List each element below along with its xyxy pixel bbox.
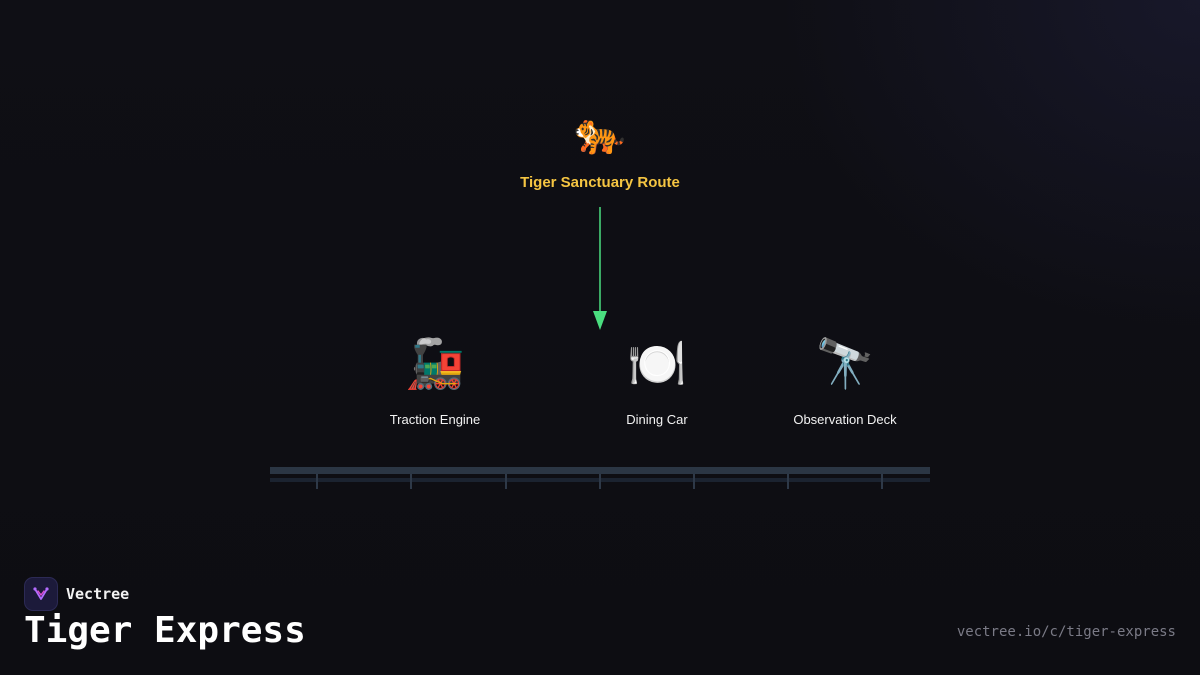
child-node-label: Traction Engine: [389, 412, 481, 427]
tiger-icon: 🐅: [573, 108, 627, 157]
child-node-traction-engine[interactable]: 🚂 Traction Engine: [355, 340, 515, 427]
brand: Vectree: [24, 577, 129, 611]
steam-locomotive-icon: 🚂: [405, 336, 465, 392]
vectree-logo-mark: [33, 587, 49, 600]
root-node-label: Tiger Sanctuary Route: [520, 174, 680, 191]
root-node[interactable]: 🐅 Tiger Sanctuary Route: [500, 108, 700, 192]
railway-track: [270, 467, 930, 489]
connector-arrowhead: [593, 311, 607, 330]
child-node-label: Dining Car: [626, 412, 688, 427]
page-title: Tiger Express: [24, 610, 306, 651]
telescope-icon: 🔭: [815, 336, 875, 392]
child-node-observation-deck[interactable]: 🔭 Observation Deck: [765, 340, 925, 427]
brand-name: Vectree: [66, 585, 130, 603]
track-rail-top: [270, 467, 930, 474]
plate-cutlery-icon: 🍽️: [627, 336, 687, 392]
child-node-dining-car[interactable]: 🍽️ Dining Car: [577, 340, 737, 427]
vectree-logo-icon: [24, 577, 58, 611]
child-node-label: Observation Deck: [793, 412, 897, 427]
source-url-link[interactable]: vectree.io/c/tiger-express: [956, 624, 1176, 640]
